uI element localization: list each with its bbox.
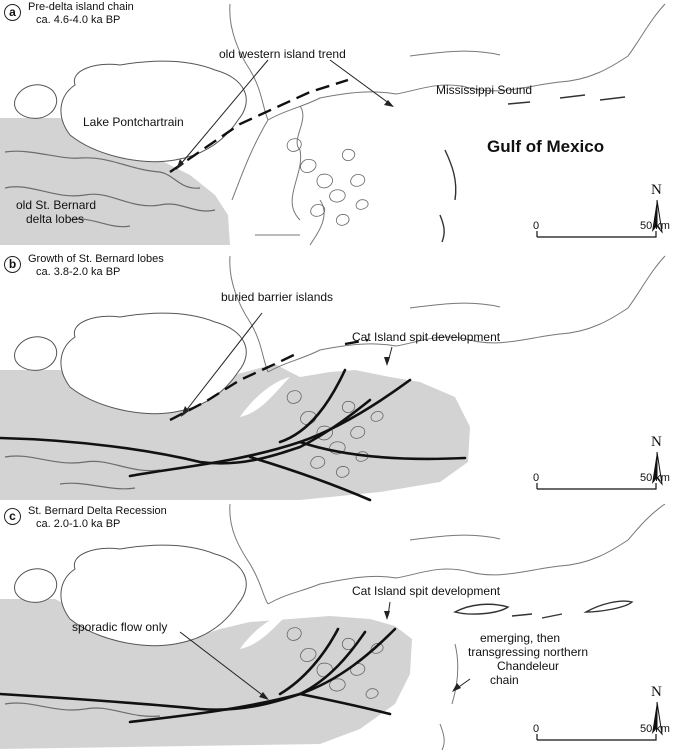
panel-c: c St. Bernard Delta Recession ca. 2.0-1.… xyxy=(0,504,678,753)
label-buried-barrier: buried barrier islands xyxy=(221,290,334,304)
label-chain-4: chain xyxy=(490,673,519,687)
label-chain-1: emerging, then xyxy=(480,631,561,645)
river-b2 xyxy=(59,482,136,490)
north-label-a: N xyxy=(651,182,662,198)
chandeleur-chain-c xyxy=(453,600,634,619)
lake-pontchartrain-shape xyxy=(60,60,247,163)
label-gulf-of-mexico: Gulf of Mexico xyxy=(487,137,605,156)
barrier-islands-a xyxy=(507,94,626,105)
subtitle-b: ca. 3.8-2.0 ka BP xyxy=(36,266,121,278)
river-b1 xyxy=(4,455,161,472)
coastline-a xyxy=(229,3,666,246)
scale-start-b: 0 xyxy=(533,472,540,484)
channel-b-4 xyxy=(298,440,467,461)
title-b: Growth of St. Bernard lobes xyxy=(28,253,164,265)
marsh-a xyxy=(286,138,369,226)
panel-letter-a: a xyxy=(4,4,21,21)
river-a2 xyxy=(4,186,216,212)
river-a1 xyxy=(4,150,201,189)
scale-start-a: 0 xyxy=(533,220,540,232)
lake-maurepas-shape-b xyxy=(14,336,58,371)
scale-start-c: 0 xyxy=(533,723,540,735)
channel-c-4 xyxy=(298,692,392,716)
old-island-trend-line xyxy=(169,78,349,173)
label-chain-3: Chandeleur xyxy=(497,659,560,673)
channel-b-3 xyxy=(278,368,347,444)
lake-maurepas-shape-c xyxy=(14,568,58,603)
arrow-trend-right xyxy=(329,59,391,105)
map-b xyxy=(0,255,666,502)
channel-b-5 xyxy=(248,455,372,502)
chandeleur-islands-a xyxy=(439,149,457,243)
label-island-trend: old western island trend xyxy=(219,47,346,61)
title-c: St. Bernard Delta Recession xyxy=(28,505,167,517)
arrow-trend-left xyxy=(179,59,269,166)
scale-end-a: 50 km xyxy=(640,220,670,232)
panel-letter-c: c xyxy=(4,508,21,525)
old-delta-lobes-shade xyxy=(0,118,230,245)
subtitle-c: ca. 2.0-1.0 ka BP xyxy=(36,518,121,530)
lake-pontchartrain-shape-c xyxy=(60,544,247,647)
panel-title-b: Growth of St. Bernard lobes ca. 3.8-2.0 … xyxy=(28,253,164,279)
channel-c-2 xyxy=(128,627,397,724)
label-old-lobes-1: old St. Bernard xyxy=(16,198,97,212)
panel-letter-b: b xyxy=(4,256,21,273)
north-label-b: N xyxy=(651,434,662,450)
label-cat-island-spit-c: Cat Island spit development xyxy=(352,584,501,598)
arrow-buried xyxy=(184,312,263,413)
scale-end-b: 50 km xyxy=(640,472,670,484)
label-old-lobes-2: delta lobes xyxy=(26,212,85,226)
label-mississippi-sound: Mississippi Sound xyxy=(436,83,533,97)
label-cat-island-spit-b: Cat Island spit development xyxy=(352,330,501,344)
river-c1 xyxy=(4,702,161,717)
label-lake-pontchartrain: Lake Pontchartrain xyxy=(83,115,184,129)
scale-end-c: 50 km xyxy=(640,723,670,735)
panel-title-c: St. Bernard Delta Recession ca. 2.0-1.0 … xyxy=(28,505,167,531)
subtitle-a: ca. 4.6-4.0 ka BP xyxy=(36,14,121,26)
lake-pontchartrain-shape-b xyxy=(60,312,247,415)
map-c xyxy=(0,504,666,751)
label-chain-2: transgressing northern xyxy=(468,645,589,659)
river-a3 xyxy=(69,218,131,228)
buried-barrier-line xyxy=(169,338,369,422)
panel-title-a: Pre-delta island chain ca. 4.6-4.0 ka BP xyxy=(28,1,134,27)
coastline-b xyxy=(229,255,666,373)
north-label-c: N xyxy=(651,684,662,700)
channel-c-3 xyxy=(278,627,340,696)
map-a xyxy=(0,3,666,246)
coastline-c xyxy=(229,504,666,751)
lake-maurepas-shape xyxy=(14,84,58,119)
arrow-sporadic xyxy=(179,631,266,698)
panel-b: b Growth of St. Bernard lobes ca. 3.8-2.… xyxy=(0,252,678,502)
title-a: Pre-delta island chain xyxy=(28,1,134,13)
label-sporadic-flow: sporadic flow only xyxy=(72,620,168,634)
panel-a: a Pre-delta island chain ca. 4.6-4.0 ka … xyxy=(0,0,678,250)
